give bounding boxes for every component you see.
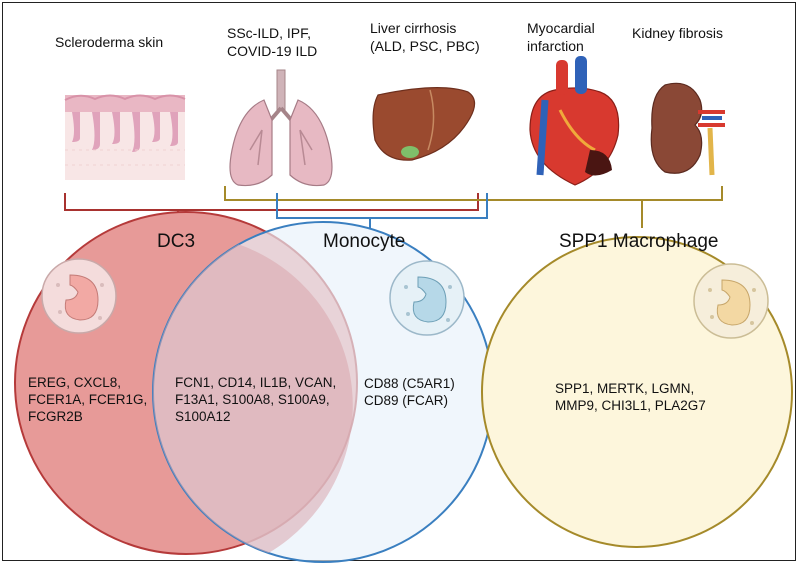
monocyte-bracket (276, 193, 488, 228)
spp1-gene-list: SPP1, MERTK, LGMN, MMP9, CHI3L1, PLA2G7 (555, 381, 706, 413)
dc3-gene-list: EREG, CXCL8, FCER1A, FCER1G, FCGR2B (28, 375, 148, 424)
tissue-label-liver: Liver cirrhosis (ALD, PSC, PBC) (370, 20, 480, 54)
tissue-label-kidney: Kidney fibrosis (632, 25, 724, 41)
monocyte-cell-icon (389, 260, 465, 336)
spp1-macrophage-cell-icon (693, 263, 769, 339)
dc3-cell-icon (41, 258, 117, 334)
kidney-illustration (650, 82, 725, 176)
dc3-title: DC3 (157, 231, 196, 252)
spp1-bracket (224, 186, 723, 228)
tissue-label-skin: Scleroderma skin (55, 34, 164, 50)
overlap-region (152, 244, 353, 554)
monocyte-gene-list: CD88 (C5AR1) CD89 (FCAR) (364, 376, 455, 408)
heart-illustration (529, 56, 620, 186)
tissue-label-heart: Myocardial infarction (527, 20, 595, 54)
liver-illustration (372, 87, 476, 161)
spp1-macrophage-title: SPP1 Macrophage (559, 231, 719, 252)
shared-gene-list: FCN1, CD14, IL1B, VCAN, F13A1, S100A8, S… (175, 375, 337, 424)
skin-illustration (64, 94, 186, 180)
monocyte-title: Monocyte (323, 231, 406, 252)
tissue-label-lung: SSc-ILD, IPF, COVID-19 ILD (227, 25, 318, 59)
lungs-illustration (229, 69, 333, 187)
